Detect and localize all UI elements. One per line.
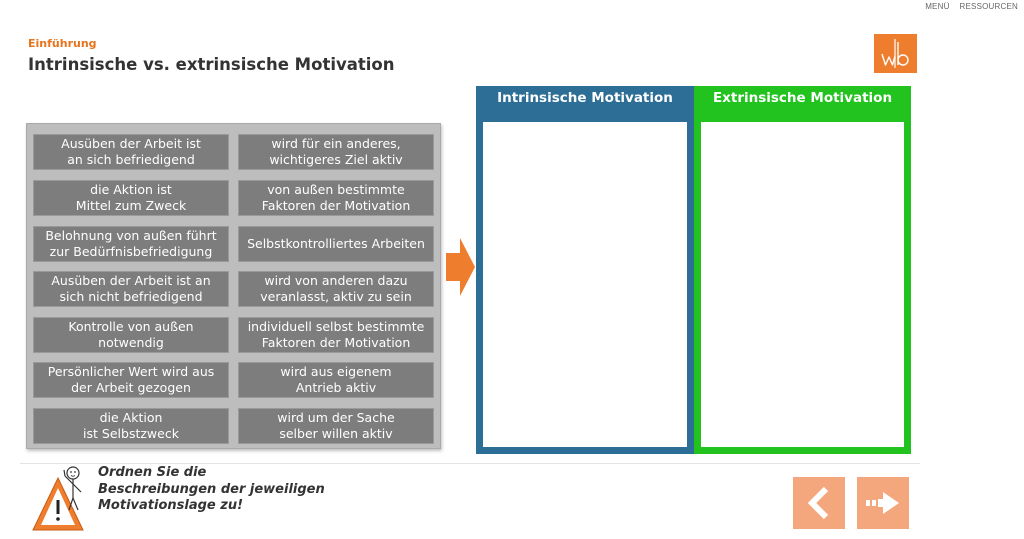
menu-link[interactable]: MENÜ — [925, 2, 950, 11]
resources-link[interactable]: RESSOURCEN — [959, 2, 1018, 11]
page-title: Intrinsische vs. extrinsische Motivation — [28, 55, 395, 74]
top-navigation: MENÜ RESSOURCEN — [925, 2, 1018, 11]
extrinsic-title: Extrinsische Motivation — [712, 90, 893, 106]
drag-card[interactable]: die Aktion ist Mittel zum Zweck — [33, 180, 229, 216]
drag-card[interactable]: Selbstkontrolliertes Arbeiten — [238, 226, 434, 262]
drag-card[interactable]: wird um der Sache selber willen aktiv — [238, 408, 434, 444]
intrinsic-title: Intrinsische Motivation — [497, 90, 673, 106]
extrinsic-target: Extrinsische Motivation — [694, 86, 911, 454]
drag-card[interactable]: wird aus eigenem Antrieb aktiv — [238, 362, 434, 398]
chapter-label: Einführung — [28, 37, 97, 50]
extrinsic-dropzone[interactable] — [701, 122, 904, 447]
chevron-left-icon — [807, 486, 829, 520]
wb-logo-icon — [874, 34, 917, 73]
next-button[interactable] — [857, 477, 909, 529]
instruction-text: Ordnen Sie die Beschreibungen der jeweil… — [98, 465, 325, 513]
intrinsic-dropzone[interactable] — [483, 122, 687, 447]
intrinsic-target: Intrinsische Motivation — [476, 86, 694, 454]
drag-card[interactable]: Kontrolle von außen notwendig — [33, 317, 229, 353]
card-pool: Ausüben der Arbeit ist an sich befriedig… — [26, 123, 441, 449]
arrow-right-icon — [866, 492, 899, 514]
drag-card[interactable]: wird für ein anderes, wichtigeres Ziel a… — [238, 134, 434, 170]
drag-card[interactable]: die Aktion ist Selbstzweck — [33, 408, 229, 444]
arrow-right-icon — [446, 238, 476, 300]
drag-card[interactable]: individuell selbst bestimmte Faktoren de… — [238, 317, 434, 353]
warning-figure-icon — [31, 464, 93, 538]
drag-card[interactable]: Ausüben der Arbeit ist an sich nicht bef… — [33, 271, 229, 307]
back-button[interactable] — [793, 477, 845, 529]
drag-card[interactable]: Persönlicher Wert wird aus der Arbeit ge… — [33, 362, 229, 398]
drag-card[interactable]: wird von anderen dazu veranlasst, aktiv … — [238, 271, 434, 307]
drag-card[interactable]: Ausüben der Arbeit ist an sich befriedig… — [33, 134, 229, 170]
footer-divider — [20, 463, 920, 464]
drag-card[interactable]: Belohnung von außen führt zur Bedürfnisb… — [33, 226, 229, 262]
drag-card[interactable]: von außen bestimmte Faktoren der Motivat… — [238, 180, 434, 216]
